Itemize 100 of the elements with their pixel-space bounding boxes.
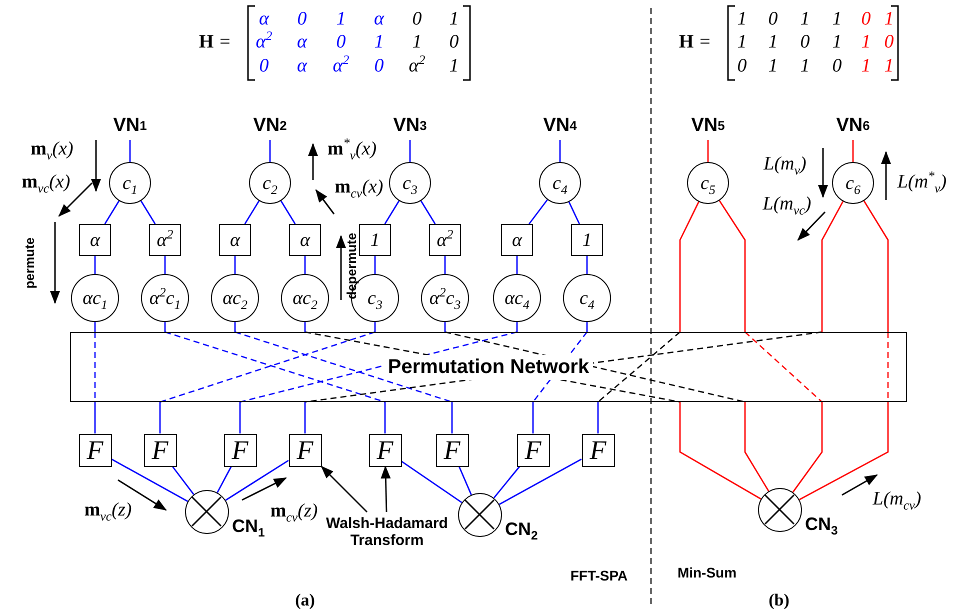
symbol-circle (687, 162, 729, 204)
connector-line (420, 200, 436, 224)
symbol-label: c$_{3}$ (368, 288, 382, 308)
message-label: m$_{vc}$(x) (22, 172, 70, 194)
symbol-label: F (232, 436, 248, 464)
matrix-label: H = (198, 32, 232, 54)
connector-line (129, 140, 131, 162)
connector-line (498, 458, 582, 505)
arrow (320, 466, 368, 512)
panel-label: (b) (768, 592, 790, 610)
message-label: L(m$_{cv}$) (872, 490, 922, 510)
connector-line (94, 256, 96, 274)
connector-line (586, 256, 588, 274)
node-caption: CN$_{2}$ (505, 519, 538, 540)
connector-line (679, 402, 762, 500)
matrix-entry: 1 (768, 56, 778, 78)
multiplier-box (149, 224, 181, 256)
symbol-label: c$_{4}$ (552, 174, 568, 192)
matrix-entry: 1 (737, 10, 747, 30)
algorithm-label: FFT-SPA (570, 568, 628, 584)
matrix-entry: 1 (884, 10, 894, 30)
transform-box (224, 434, 256, 466)
connector-line (707, 140, 709, 162)
symbol-circle (539, 162, 581, 204)
connector-line (821, 201, 844, 332)
connector-line (792, 402, 823, 493)
connector-line (164, 256, 166, 274)
multiplier-box (571, 224, 603, 256)
operation-label: depermute (344, 232, 360, 300)
message-label: m$_{vc}$(z) (84, 500, 132, 522)
symbol-label: F (444, 436, 460, 464)
message-label: m$^{*}$$_{v}$(x) (327, 140, 377, 160)
matrix-entry: 1 (861, 56, 871, 78)
transform-box (368, 434, 402, 466)
matrix-entry: α (297, 32, 307, 54)
symbol-label: 1 (582, 230, 592, 250)
matrix-label: H = (678, 32, 712, 54)
symbol-circle (141, 274, 189, 322)
symbol-circle (389, 162, 431, 204)
matrix-entry: 1 (768, 32, 778, 54)
connector-line (528, 199, 548, 224)
message-label: L(m$^{*}$$_{v}$) (897, 172, 947, 194)
multiplier-box (79, 224, 111, 256)
arrow (380, 466, 391, 512)
node-caption: CN$_{1}$ (232, 516, 265, 537)
symbol-label: α (512, 230, 522, 250)
connector-line (451, 402, 453, 434)
connector-line (94, 402, 96, 434)
matrix-entry: 0 (737, 56, 747, 78)
network-title: Permutation Network (384, 354, 594, 380)
symbol-label: α$^{2}$ (156, 230, 174, 250)
connector-line (409, 140, 411, 162)
connector-line (374, 322, 376, 332)
connector-line (304, 256, 306, 274)
connector-line (516, 322, 518, 332)
symbol-circle (563, 274, 611, 322)
connector-line (234, 322, 236, 332)
connector-line (799, 402, 889, 500)
symbol-circle (832, 162, 874, 204)
connector-line (280, 200, 296, 224)
matrix-entry: 0 (297, 10, 307, 30)
symbol-label: F (524, 436, 542, 464)
connector-line (384, 200, 400, 224)
matrix-entry: 1 (832, 10, 842, 30)
matrix-entry: α$^{2}$ (408, 56, 426, 78)
connector-line (244, 200, 260, 224)
symbol-circle (421, 274, 469, 322)
matrix-entry: 0 (259, 56, 269, 78)
symbol-label: α (300, 230, 310, 250)
symbol-label: c$_{5}$ (700, 174, 716, 192)
connector-line (679, 202, 700, 332)
connector-line (744, 402, 770, 492)
connector-line (532, 402, 534, 434)
symbol-label: α$^{2}$c$_{1}$ (149, 288, 181, 308)
symbol-label: c$_{4}$ (580, 288, 594, 308)
matrix-entry: 0 (800, 32, 810, 54)
message-label: L(m$_{vc}$) (762, 194, 812, 216)
symbol-label: αc$_{2}$ (292, 288, 318, 308)
connector-line (304, 322, 306, 332)
message-label: m$_{cv}$(x) (334, 178, 384, 198)
transform-box (288, 434, 322, 466)
symbol-label: F (86, 436, 104, 464)
matrix-entry: α (374, 10, 384, 30)
symbol-label: αc$_{2}$ (222, 288, 248, 308)
matrix-entry: α (259, 10, 269, 30)
symbol-label: c$_{6}$ (846, 174, 860, 192)
matrix-entry: 0 (336, 32, 346, 54)
matrix-entry: 0 (861, 10, 871, 30)
symbol-label: c$_{3}$ (402, 174, 418, 192)
symbol-label: α (230, 230, 240, 250)
symbol-circle (109, 162, 151, 204)
matrix-entry: 1 (800, 56, 810, 78)
matrix-entry: 1 (800, 10, 810, 30)
connector-line (104, 200, 120, 224)
matrix-entry: 0 (374, 56, 384, 78)
connector-line (94, 322, 96, 332)
matrix-entry: 1 (336, 10, 346, 30)
connector-line (140, 200, 156, 224)
connector-line (559, 140, 561, 162)
matrix-entry: 1 (449, 56, 459, 78)
